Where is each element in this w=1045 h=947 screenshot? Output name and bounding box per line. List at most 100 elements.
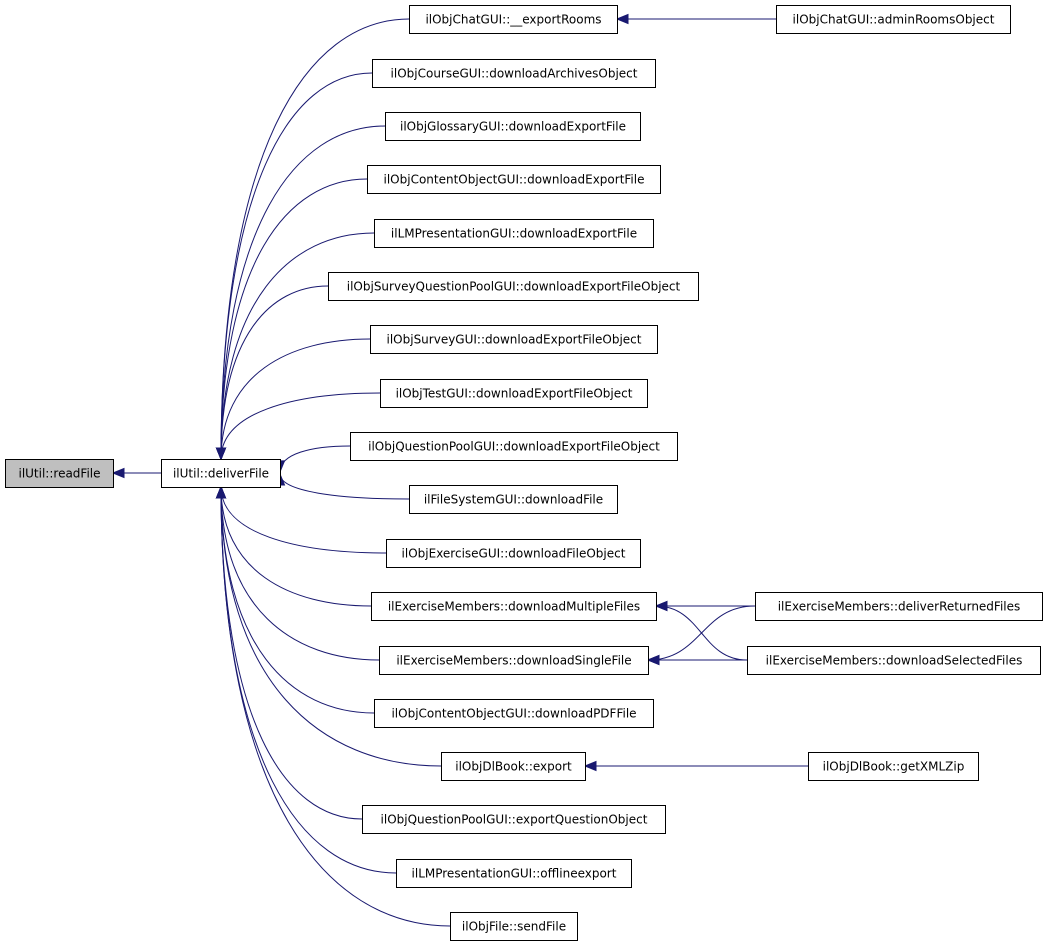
- graph-node-lmpresofflineexport[interactable]: ilLMPresentationGUI::offlineexport: [396, 859, 632, 888]
- edge-line: [647, 605, 756, 661]
- node-label: ilObjQuestionPoolGUI::exportQuestionObje…: [381, 813, 648, 827]
- edge-line: [220, 486, 387, 554]
- node-label: ilObjChatGUI::__exportRooms: [425, 13, 601, 27]
- graph-node-chatadminrooms[interactable]: ilObjChatGUI::adminRoomsObject: [776, 5, 1011, 34]
- edge-questionpooldownloadexport-to-deliverfile: [274, 445, 351, 474]
- edge-contentobjdownloadpdf-to-deliverfile: [215, 485, 375, 714]
- graph-node-dlbookgetxmlzip[interactable]: ilObjDlBook::getXMLZip: [808, 752, 979, 781]
- edge-dlbookgetxmlzip-to-dlbookexport: [583, 760, 808, 772]
- node-box: [367, 165, 661, 194]
- edge-line: [220, 486, 451, 927]
- edge-line: [220, 232, 375, 460]
- node-label: ilExerciseMembers::downloadMultipleFiles: [388, 600, 640, 614]
- node-box: [450, 912, 578, 941]
- node-label: ilObjSurveyGUI::downloadExportFileObject: [387, 333, 642, 347]
- edge-objfilesendfile-to-deliverfile: [215, 485, 451, 927]
- graph-node-coursedownloadarchives[interactable]: ilObjCourseGUI::downloadArchivesObject: [372, 59, 656, 88]
- node-label: ilObjQuestionPoolGUI::downloadExportFile…: [368, 440, 660, 454]
- node-label: ilLMPresentationGUI::downloadExportFile: [391, 227, 637, 241]
- edge-filesystemdownload-to-deliverfile: [274, 472, 410, 500]
- graph-node-questionpooldownloadexport[interactable]: ilObjQuestionPoolGUI::downloadExportFile…: [350, 432, 678, 461]
- node-label: ilExerciseMembers::downloadSingleFile: [396, 654, 631, 668]
- arrowhead: [654, 600, 668, 612]
- node-box: [808, 752, 979, 781]
- node-label: ilUtil::deliverFile: [173, 467, 269, 481]
- node-box: [409, 485, 618, 514]
- edge-line: [220, 486, 442, 767]
- node-label: ilObjGlossaryGUI::downloadExportFile: [400, 120, 626, 134]
- node-label: ilObjDlBook::getXMLZip: [823, 760, 965, 774]
- edge-line: [220, 392, 381, 460]
- edge-line: [220, 486, 372, 607]
- graph-node-testdownloadexport[interactable]: ilObjTestGUI::downloadExportFileObject: [380, 379, 648, 408]
- node-label: ilLMPresentationGUI::offlineexport: [412, 867, 617, 881]
- arrowhead: [215, 447, 227, 461]
- graph-node-dlbookexport[interactable]: ilObjDlBook::export: [441, 752, 586, 781]
- edge-line: [220, 285, 329, 460]
- graph-node-glossarydownloadexport[interactable]: ilObjGlossaryGUI::downloadExportFile: [385, 112, 641, 141]
- edge-line: [220, 486, 363, 820]
- node-box: [372, 59, 656, 88]
- graph-node-contentobjdownloadexport[interactable]: ilObjContentObjectGUI::downloadExportFil…: [367, 165, 661, 194]
- graph-node-chatexportrooms[interactable]: ilObjChatGUI::__exportRooms: [409, 5, 618, 34]
- edge-lmpresdownloadexport-to-deliverfile: [215, 232, 375, 461]
- edge-surveydownloadexport-to-deliverfile: [215, 338, 371, 461]
- node-box: [370, 325, 658, 354]
- node-box: [328, 272, 699, 301]
- node-box: [396, 859, 632, 888]
- arrowhead: [583, 760, 597, 772]
- node-box: [161, 459, 281, 488]
- edge-exmembersdeliverreturned-to-exmembersdownloadsingle: [646, 605, 756, 666]
- edge-line: [220, 486, 375, 714]
- node-box: [747, 646, 1041, 675]
- node-box: [441, 752, 586, 781]
- node-box: [385, 112, 641, 141]
- edge-line: [220, 338, 371, 460]
- node-box: [350, 432, 678, 461]
- node-box: [371, 592, 657, 621]
- graph-node-filesystemdownload[interactable]: ilFileSystemGUI::downloadFile: [409, 485, 618, 514]
- graph-node-exmembersdownloadsingle[interactable]: ilExerciseMembers::downloadSingleFile: [379, 646, 649, 675]
- edge-chatadminrooms-to-chatexportrooms: [615, 13, 776, 25]
- edge-line: [220, 486, 380, 661]
- graph-node-readfile[interactable]: ilUtil::readFile: [5, 459, 114, 488]
- graph-node-exercisedownloadfile[interactable]: ilObjExerciseGUI::downloadFileObject: [386, 539, 641, 568]
- node-label: ilExerciseMembers::downloadSelectedFiles: [766, 654, 1023, 668]
- edge-contentobjdownloadexport-to-deliverfile: [215, 178, 368, 461]
- graph-node-deliverfile[interactable]: ilUtil::deliverFile: [161, 459, 281, 488]
- graph-node-exmembersdownloadselected[interactable]: ilExerciseMembers::downloadSelectedFiles: [747, 646, 1041, 675]
- arrowhead: [215, 485, 227, 499]
- edge-line: [220, 178, 368, 460]
- node-label: ilObjTestGUI::downloadExportFileObject: [396, 387, 633, 401]
- graph-node-exmembersdeliverreturned[interactable]: ilExerciseMembers::deliverReturnedFiles: [755, 592, 1043, 621]
- edge-exercisedownloadfile-to-deliverfile: [215, 485, 387, 554]
- edge-questionpoolexportquestion-to-deliverfile: [215, 485, 363, 820]
- graph-node-lmpresdownloadexport[interactable]: ilLMPresentationGUI::downloadExportFile: [374, 219, 654, 248]
- node-box: [386, 539, 641, 568]
- arrowhead: [646, 654, 660, 666]
- node-box: [755, 592, 1043, 621]
- node-box: [409, 5, 618, 34]
- graph-node-contentobjdownloadpdf[interactable]: ilObjContentObjectGUI::downloadPDFFile: [374, 699, 654, 728]
- node-box: [374, 699, 654, 728]
- edge-testdownloadexport-to-deliverfile: [215, 392, 381, 461]
- node-box: [362, 805, 666, 834]
- graph-node-objfilesendfile[interactable]: ilObjFile::sendFile: [450, 912, 578, 941]
- edges-layer: [111, 13, 808, 927]
- edge-exmembersdeliverreturned-to-exmembersdownloadmultiple: [654, 600, 755, 612]
- node-label: ilObjExerciseGUI::downloadFileObject: [402, 547, 626, 561]
- graph-node-surveydownloadexport[interactable]: ilObjSurveyGUI::downloadExportFileObject: [370, 325, 658, 354]
- node-label: ilObjSurveyQuestionPoolGUI::downloadExpo…: [347, 280, 681, 294]
- graph-node-surveyqpdownloadexport[interactable]: ilObjSurveyQuestionPoolGUI::downloadExpo…: [328, 272, 699, 301]
- edge-line: [220, 125, 386, 460]
- node-box: [379, 646, 649, 675]
- graph-node-questionpoolexportquestion[interactable]: ilObjQuestionPoolGUI::exportQuestionObje…: [362, 805, 666, 834]
- graph-node-exmembersdownloadmultiple[interactable]: ilExerciseMembers::downloadMultipleFiles: [371, 592, 657, 621]
- edge-deliverfile-to-readfile: [111, 467, 161, 479]
- node-box: [5, 459, 114, 488]
- node-label: ilFileSystemGUI::downloadFile: [424, 493, 603, 507]
- arrowhead: [111, 467, 125, 479]
- arrowhead: [615, 13, 629, 25]
